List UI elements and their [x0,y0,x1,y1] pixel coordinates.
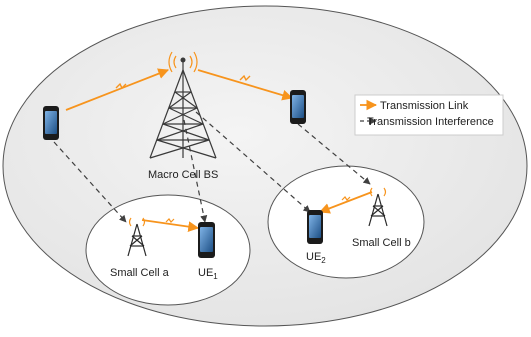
legend-box [354,94,504,136]
transmission-link-macro-left-ue [65,68,170,111]
signal-mark-left [115,82,127,90]
macro-antenna-tip [180,57,186,63]
interference-macro-to-ue2 [195,111,311,213]
small-cell-b-tower-icon [368,187,388,227]
legend-interference-label: Transmission Interference [367,116,494,128]
ue1-phone-icon [198,222,215,258]
transmission-links [65,68,373,232]
transmission-link-macro-right-ue [197,69,294,101]
ue1-label-sub: 1 [213,272,218,281]
small-cell-a-coverage [85,194,251,306]
interference-right-ue-to-cell-b [297,123,371,185]
macro-cell-coverage [2,5,528,327]
transmission-link-cell-b-ue2 [318,191,373,214]
interference-links [53,111,371,223]
macro-tower-icon [149,51,217,159]
ue1-label: UE1 [198,267,218,281]
small-cell-a-label: Small Cell a [110,267,170,279]
signal-mark-cell-b [341,196,351,201]
ue2-label-sub: 2 [321,256,326,265]
left-ue-phone-icon [43,106,59,140]
right-ue-phone-icon [290,90,306,124]
ue2-label: UE2 [306,251,326,265]
small-cell-b-coverage [267,165,425,279]
small-cell-b-label: Small Cell b [352,237,411,249]
ue2-phone-icon [307,210,323,244]
ue1-label-base: UE [198,267,213,279]
legend-transmission-label: Transmission Link [380,100,469,112]
transmission-link-cell-a-ue1 [141,219,200,232]
signal-mark-right [239,74,251,82]
small-cell-a-tower-icon [127,217,147,257]
macro-cell-label: Macro Cell BS [148,169,218,181]
signal-mark-cell-a [165,218,175,223]
ue2-label-base: UE [306,251,321,263]
